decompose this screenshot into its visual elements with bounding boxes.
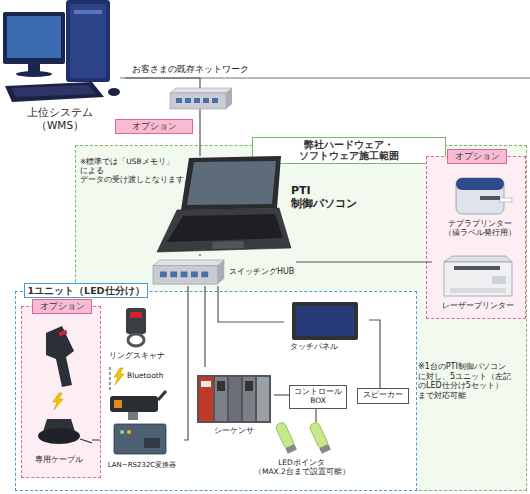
control-box: コントロール BOX [289,385,347,409]
device-label: シーケンサ [194,426,274,435]
device-label: スイッチングHUB [229,267,299,277]
edge-label: Bluetooth [127,371,177,380]
touch-panel: タッチパネル [284,302,369,354]
switching-hub: スイッチングHUB [151,256,296,286]
connector-line [274,394,289,395]
device-label: 上位システム （WMS） [8,106,112,131]
box-label: コントロール BOX [290,387,346,405]
connector-line [184,286,188,440]
device-label: LAN−RS232C変換器 [100,461,184,469]
ring-scanner: リングスキャナ [102,304,172,367]
scope-region: 弊社ハードウェア・ソフトウェア施工範囲PTI 制御パソコンオプションテプラプリン… [75,145,527,491]
laser-printer: レーザープリンター [432,254,524,316]
option-tag: オプション [115,119,193,134]
device-label: テプラプリンター （値ラベル発行用） [437,219,523,237]
wireless-bolt [114,368,124,385]
device-label: 専用ケーブル [26,455,92,464]
option-group: オプションテプラプリンター （値ラベル発行用）レーザープリンター [426,156,526,319]
lan-converter: LAN−RS232C変換器 [100,390,184,477]
speaker-box: スピーカー [357,388,409,404]
connector-line [125,78,200,156]
connector-line [296,261,432,262]
option-group: オプション専用ケーブル [21,306,101,478]
box-label: スピーカー [358,390,408,399]
region-title: 1ユニット（LED仕分け） [24,283,148,298]
led-pointer: LEDポインタ （MAX.2台まで設置可能） [254,422,349,484]
connector-line [92,439,100,440]
note-text: ※1台のPTI制御パソコン に対し、5ユニット（左記 のLED仕分け5セット） … [418,362,526,400]
device-label: リングスキャナ [102,351,172,360]
device-label: LEDポインタ （MAX.2台まで設置可能） [254,458,349,476]
host-system: 上位システム （WMS） [0,0,125,137]
device-label: レーザープリンター [432,301,524,310]
device-illustration [437,174,523,254]
network-line [120,78,530,79]
device-label: PTI 制御パソコン [291,184,363,210]
barcode-scanner: 専用ケーブル [26,323,92,473]
connector-line [369,320,380,388]
note-text: ※標準では「USBメモリ」による データの受け渡しとなります。 [80,157,188,184]
device-label: タッチパネル [290,342,368,351]
connector-line [109,367,110,390]
region-title: 弊社ハードウェア・ソフトウェア施工範囲 [252,137,446,164]
network-hub [170,88,232,109]
connector-line [315,409,316,422]
note-text: お客さまの既存ネットワーク [132,64,282,74]
pti-pc: PTI 制御パソコン [151,156,361,254]
option-tag: オプション [447,149,507,164]
sequencer: シーケンサ [194,367,274,439]
connector-line [199,254,200,256]
connector-line [218,286,284,322]
connector-line [204,286,205,367]
option-tag: オプション [32,299,92,314]
label-printer: テプラプリンター （値ラベル発行用） [437,174,523,254]
unit-region: 1ユニット（LED仕分け）オプション専用ケーブルリングスキャナLAN−RS232… [15,291,417,491]
device-illustration [26,323,92,473]
